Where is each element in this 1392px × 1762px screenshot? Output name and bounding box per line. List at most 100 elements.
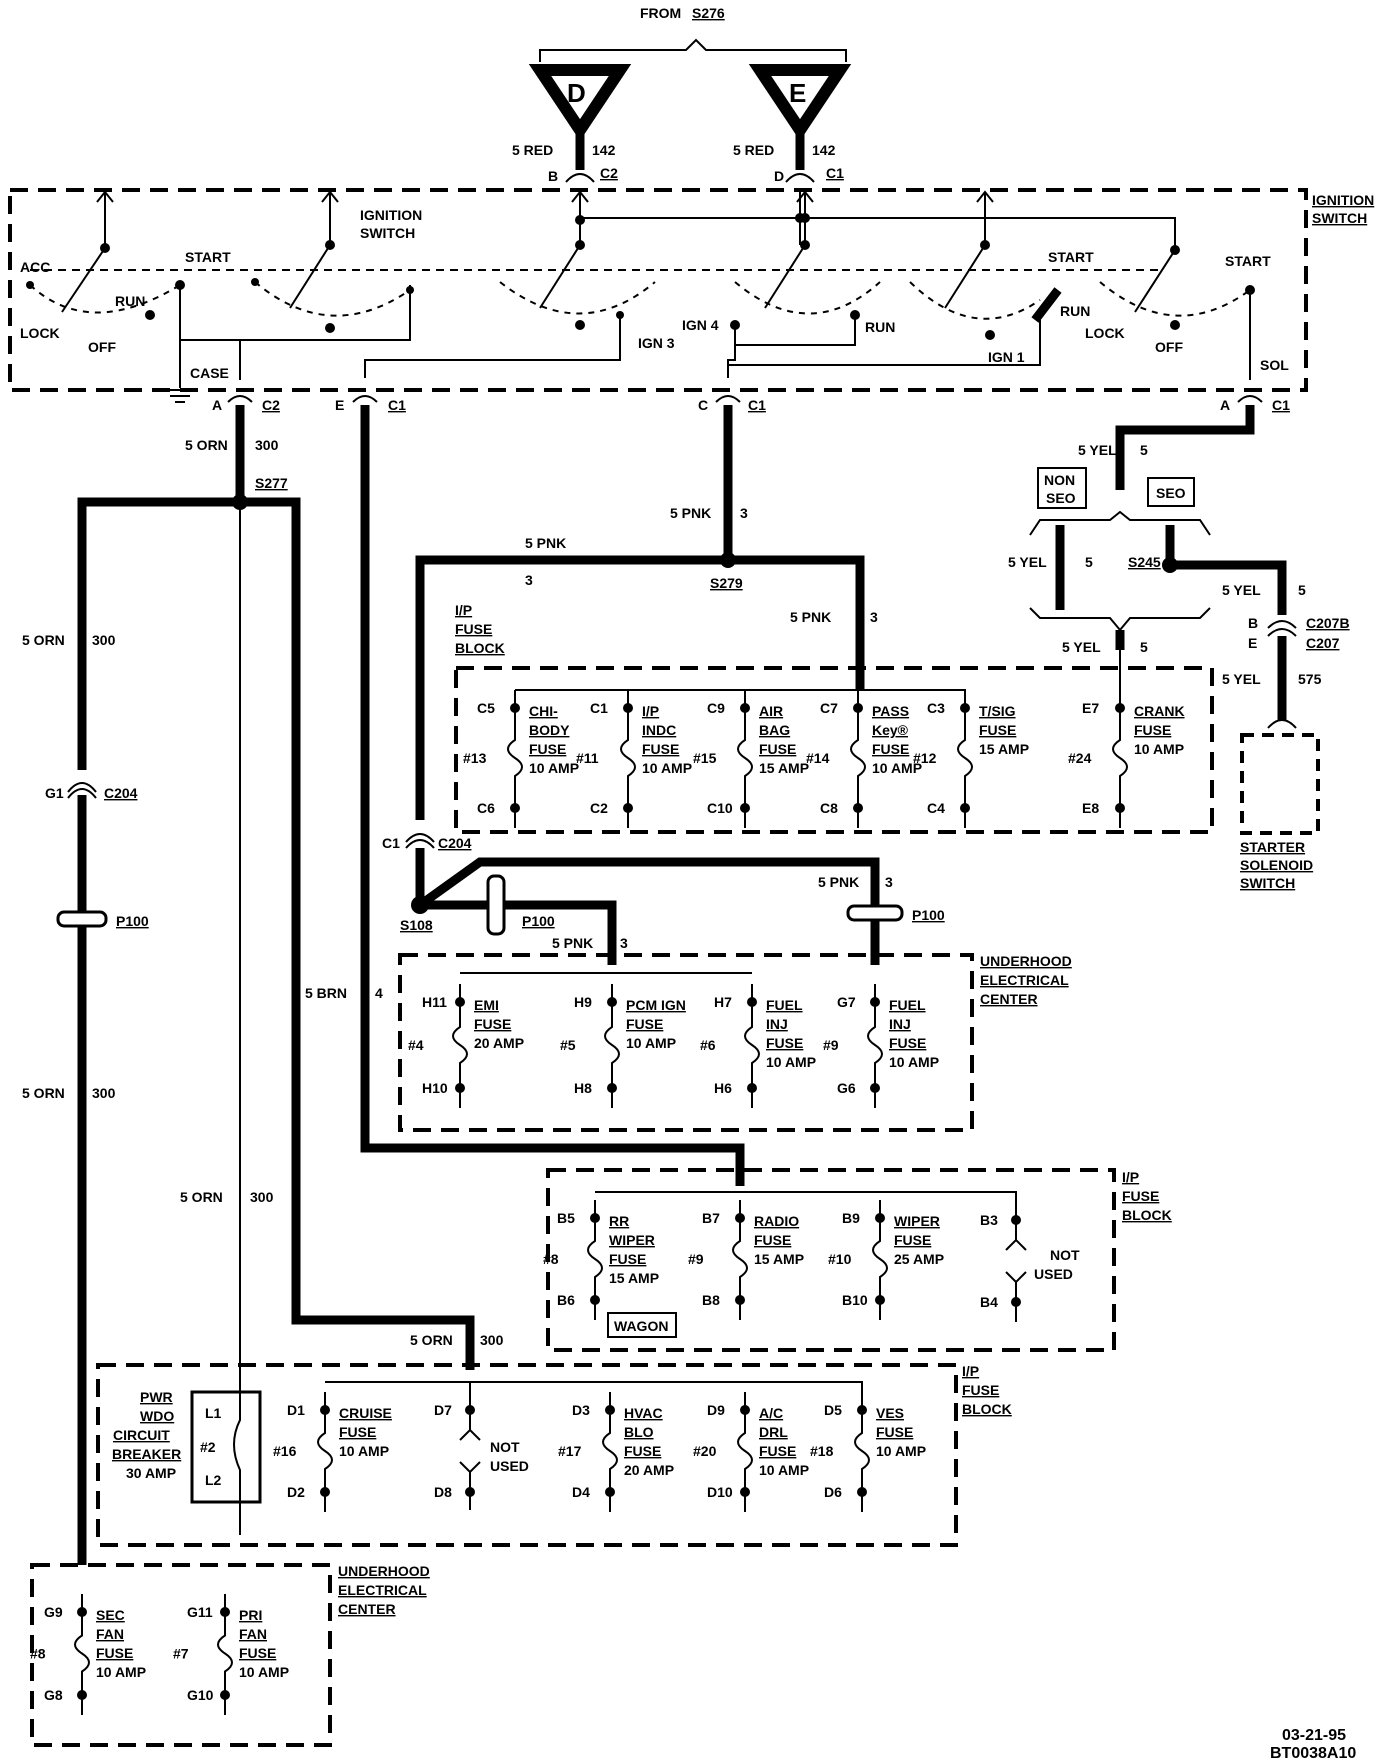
- fb1-fuse-6-top-label: E7: [1082, 700, 1099, 716]
- conn-e-c1-label: C1: [388, 397, 406, 413]
- p100-mid-grommet: [486, 874, 506, 936]
- fb3-fuse-3-number: #20: [693, 1443, 717, 1459]
- p100-mid-label: P100: [522, 913, 555, 929]
- breaker-l2: L2: [205, 1472, 222, 1488]
- switch1-run: RUN: [115, 293, 145, 309]
- fb3-fuse-2-name: HVAC: [624, 1405, 663, 1421]
- conn-a-c1-label: C1: [1272, 397, 1290, 413]
- connector-d-label: D: [567, 78, 586, 108]
- wire-pnk-a-label: 5 PNK: [670, 505, 711, 521]
- fb1-fuse-2-name: INDC: [642, 722, 676, 738]
- uh2-fuse-2-name: FUSE: [239, 1645, 276, 1661]
- connector-e-triangle: [748, 64, 852, 141]
- uh2-fuse-1-top-label: G9: [44, 1604, 63, 1620]
- fuse-block-2-title-1: I/P: [1122, 1169, 1139, 1185]
- wire-pnk-e-num: 3: [885, 874, 893, 890]
- conn-a-c2: [227, 395, 253, 403]
- breaker-box: [190, 1390, 262, 1504]
- conn-e-c1: [352, 395, 378, 403]
- fb2-fuse-2-amp: 15 AMP: [754, 1251, 804, 1267]
- wire-red-d-num: 142: [592, 142, 616, 158]
- fb1-fuse-5-amp: 15 AMP: [979, 741, 1029, 757]
- uh2-fuse-1-name: FUSE: [96, 1645, 133, 1661]
- fb1-fuse-4-name: PASS: [872, 703, 909, 719]
- conn-c204-left-top: [67, 782, 97, 793]
- wire-pnk-b-label: 5 PNK: [525, 535, 566, 551]
- ignition-switch-title-1: IGNITION: [1312, 192, 1374, 208]
- uh1-fuse-4-element: [867, 1002, 883, 1088]
- fb1-fuse-5-bot-label: C4: [927, 800, 945, 816]
- connector-c2-b: [565, 173, 595, 183]
- uh1-fuse-3-element: [744, 1002, 760, 1088]
- fb3-fuse-2-amp: 20 AMP: [624, 1462, 674, 1478]
- ignition-switch-label-2: SWITCH: [360, 225, 415, 241]
- wire-pnk-c-label: 5 PNK: [790, 609, 831, 625]
- wire-yel-575-label: 5 YEL: [1222, 671, 1261, 687]
- fb2-not-used-1: NOT: [1050, 1247, 1080, 1263]
- wire-yel-a-num: 5: [1140, 442, 1148, 458]
- p100-left-label: P100: [116, 913, 149, 929]
- fb1-fuse-2-bot-label: C2: [590, 800, 608, 816]
- fb2-fuse-1-element: [587, 1218, 603, 1300]
- fb3-fuse-2-name: BLO: [624, 1424, 654, 1440]
- fb2-fuse-1-bot-label: B6: [557, 1292, 575, 1308]
- wire-pnk-s108-mid: [420, 900, 617, 965]
- fb1-fuse-4-name: FUSE: [872, 741, 909, 757]
- fb2-not-used-2: USED: [1034, 1266, 1073, 1282]
- fb1-fuse-3-top-label: C9: [707, 700, 725, 716]
- conn-c207b-label: C207B: [1306, 615, 1350, 631]
- uh1-fuse-2-bot-label: H8: [574, 1080, 592, 1096]
- fb2-fuse-2-name: RADIO: [754, 1213, 799, 1229]
- fb2-fuse-3-bot-label: B10: [842, 1292, 868, 1308]
- fb2-fuse-1-name: RR: [609, 1213, 629, 1229]
- fb3-fuse-1-amp: 10 AMP: [339, 1443, 389, 1459]
- switch5-run-contact: [1031, 287, 1062, 323]
- uh2-fuse-1-element: [74, 1612, 90, 1695]
- fuse-block-2: [546, 1168, 1116, 1352]
- d7-d8-open: [459, 1428, 481, 1474]
- fb2-fuse-1-name: FUSE: [609, 1251, 646, 1267]
- fb3-fuse-3-bot-label: D10: [707, 1484, 733, 1500]
- b3-label: B3: [980, 1212, 998, 1228]
- switch5-run: RUN: [1060, 303, 1090, 319]
- fb2-fuse-2-bot-label: B8: [702, 1292, 720, 1308]
- wire-orn-a-label: 5 ORN: [185, 437, 228, 453]
- uh1-fuse-4-name: INJ: [889, 1016, 911, 1032]
- uh1-fuse-1-number: #4: [408, 1037, 424, 1053]
- wire-orn-right: [240, 497, 475, 1370]
- underhood-2-title-1: UNDERHOOD: [338, 1563, 430, 1579]
- fb1-fuse-5-number: #12: [913, 750, 937, 766]
- fb1-fuse-4-name: Key®: [872, 722, 909, 738]
- switch5-arrow: [976, 190, 994, 203]
- fb3-fuse-4-element: [854, 1410, 870, 1492]
- switch3-arc: [499, 281, 656, 315]
- wire-pnk-a-num: 3: [740, 505, 748, 521]
- uh2-fuse-1-amp: 10 AMP: [96, 1664, 146, 1680]
- ign4-run-bus: [734, 315, 856, 346]
- fb1-fuse-3-amp: 15 AMP: [759, 760, 809, 776]
- wire-orn-left: [77, 497, 240, 770]
- breaker-4: BREAKER: [112, 1446, 181, 1462]
- fb3-fuse-2-name: FUSE: [624, 1443, 661, 1459]
- fuse-block-3: [96, 1363, 958, 1547]
- fb3-fuse-3-name: DRL: [759, 1424, 788, 1440]
- fb1-fuse-1-bot-label: C6: [477, 800, 495, 816]
- splice-s277: S277: [255, 475, 288, 491]
- switch2-arc: [254, 281, 411, 317]
- fuse-block-2-bus: [595, 1191, 1017, 1220]
- from-label: FROM: [640, 5, 681, 21]
- switch6-off: OFF: [1155, 339, 1183, 355]
- fb1-fuse-3-bot-label: C10: [707, 800, 733, 816]
- fb3-fuse-4-bot-label: D6: [824, 1484, 842, 1500]
- fb3-fuse-3-element: [737, 1410, 753, 1492]
- fb3-fuse-2-bot-label: D4: [572, 1484, 590, 1500]
- conn-c207-label: C207: [1306, 635, 1340, 651]
- p100-right-label: P100: [912, 907, 945, 923]
- wire-pnk-c-num: 3: [870, 609, 878, 625]
- ignition-switch-label-1: IGNITION: [360, 207, 422, 223]
- fuse-block-1-title-1: I/P: [455, 602, 472, 618]
- fb3-fuse-3-name: A/C: [759, 1405, 783, 1421]
- fb1-fuse-4-top-label: C7: [820, 700, 838, 716]
